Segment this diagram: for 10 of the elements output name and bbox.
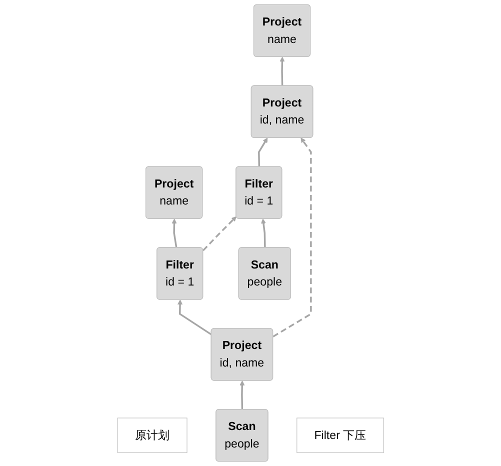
node-box: 原计划 (117, 418, 188, 453)
arrow (258, 138, 268, 167)
arrow (239, 380, 245, 410)
arrow (280, 56, 285, 86)
arrow (172, 218, 178, 248)
node-box: Filter 下压 (296, 418, 384, 453)
arrow (260, 218, 266, 248)
arrow (272, 138, 312, 338)
arrow (177, 300, 212, 336)
arrow (202, 216, 236, 252)
